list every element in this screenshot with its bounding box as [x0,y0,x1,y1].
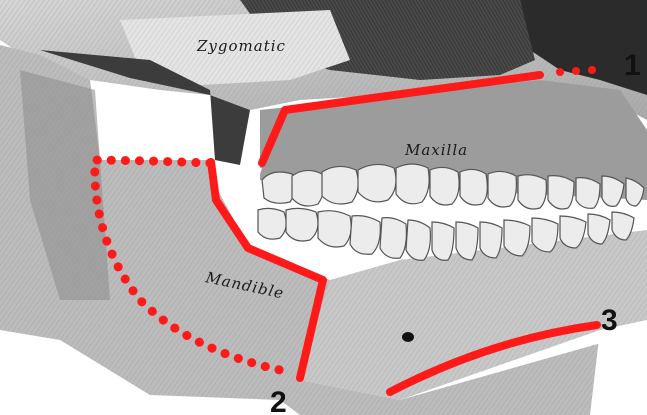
maxilla-cut-dot [572,67,580,75]
maxilla-label: Maxilla [404,141,468,159]
marker-3: 3 [601,304,618,337]
maxilla-cut-dot [556,68,564,76]
maxilla-cut-dot [588,66,596,74]
marker-1: 1 [624,49,641,82]
marker-2: 2 [270,386,287,415]
zygomatic-label: Zygomatic [196,37,286,55]
